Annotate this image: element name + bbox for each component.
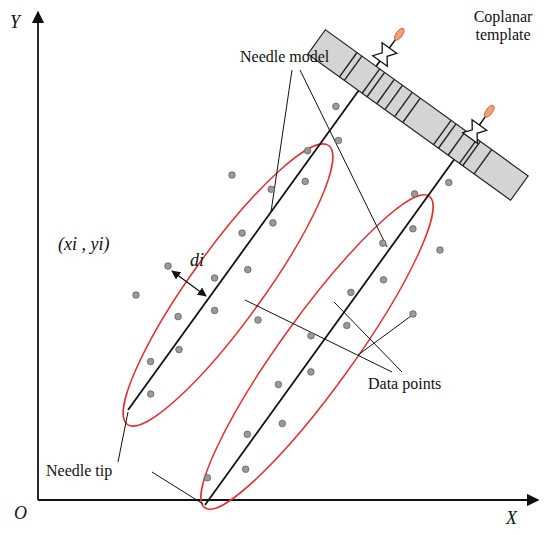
distance-label: di	[190, 250, 204, 271]
data-point	[204, 475, 211, 482]
data-point	[304, 147, 311, 154]
data-point	[165, 263, 172, 270]
x-axis	[38, 499, 538, 501]
needle	[128, 54, 385, 410]
data-point	[239, 230, 246, 237]
data-point	[308, 369, 315, 376]
axis-label: Y	[10, 12, 20, 33]
data-points	[133, 103, 452, 481]
data-point	[255, 317, 262, 324]
data-point	[333, 103, 340, 110]
data-point	[245, 266, 252, 273]
data-point	[229, 172, 236, 179]
part-label: Needle tip	[46, 462, 112, 480]
data-point	[446, 179, 453, 186]
data-point	[211, 307, 218, 314]
data-point	[133, 292, 140, 299]
y-axis	[37, 12, 39, 500]
data-point	[410, 226, 417, 233]
data-point	[302, 178, 309, 185]
data-point	[279, 420, 286, 427]
data-point	[244, 431, 251, 438]
axis-label: X	[506, 508, 517, 529]
data-point	[176, 346, 183, 353]
data-point	[275, 381, 282, 388]
data-point	[268, 186, 275, 193]
data-point	[348, 289, 355, 296]
data-point	[335, 137, 342, 144]
needle-holder	[373, 23, 411, 66]
data-point	[410, 311, 417, 318]
template	[308, 30, 528, 201]
data-point	[308, 333, 315, 340]
data-point	[147, 391, 154, 398]
data-point	[437, 247, 444, 254]
part-label: Needle model	[240, 48, 329, 66]
part-label: Coplanar template	[462, 8, 544, 45]
data-point	[175, 313, 182, 320]
data-point	[380, 240, 387, 247]
point-label: (xi , yi)	[58, 234, 109, 255]
data-point	[411, 191, 418, 198]
data-point	[270, 220, 277, 227]
fit-region	[175, 175, 458, 529]
part-label: Data points	[368, 375, 441, 393]
distance-arrow	[172, 271, 206, 296]
data-point	[344, 322, 351, 329]
data-point	[380, 277, 387, 284]
leader-lines	[118, 70, 411, 504]
needle	[205, 132, 474, 505]
needle-holder	[463, 100, 501, 143]
data-point	[242, 466, 249, 473]
data-point	[147, 358, 154, 365]
origin-label: O	[14, 503, 27, 524]
data-point	[211, 275, 218, 282]
